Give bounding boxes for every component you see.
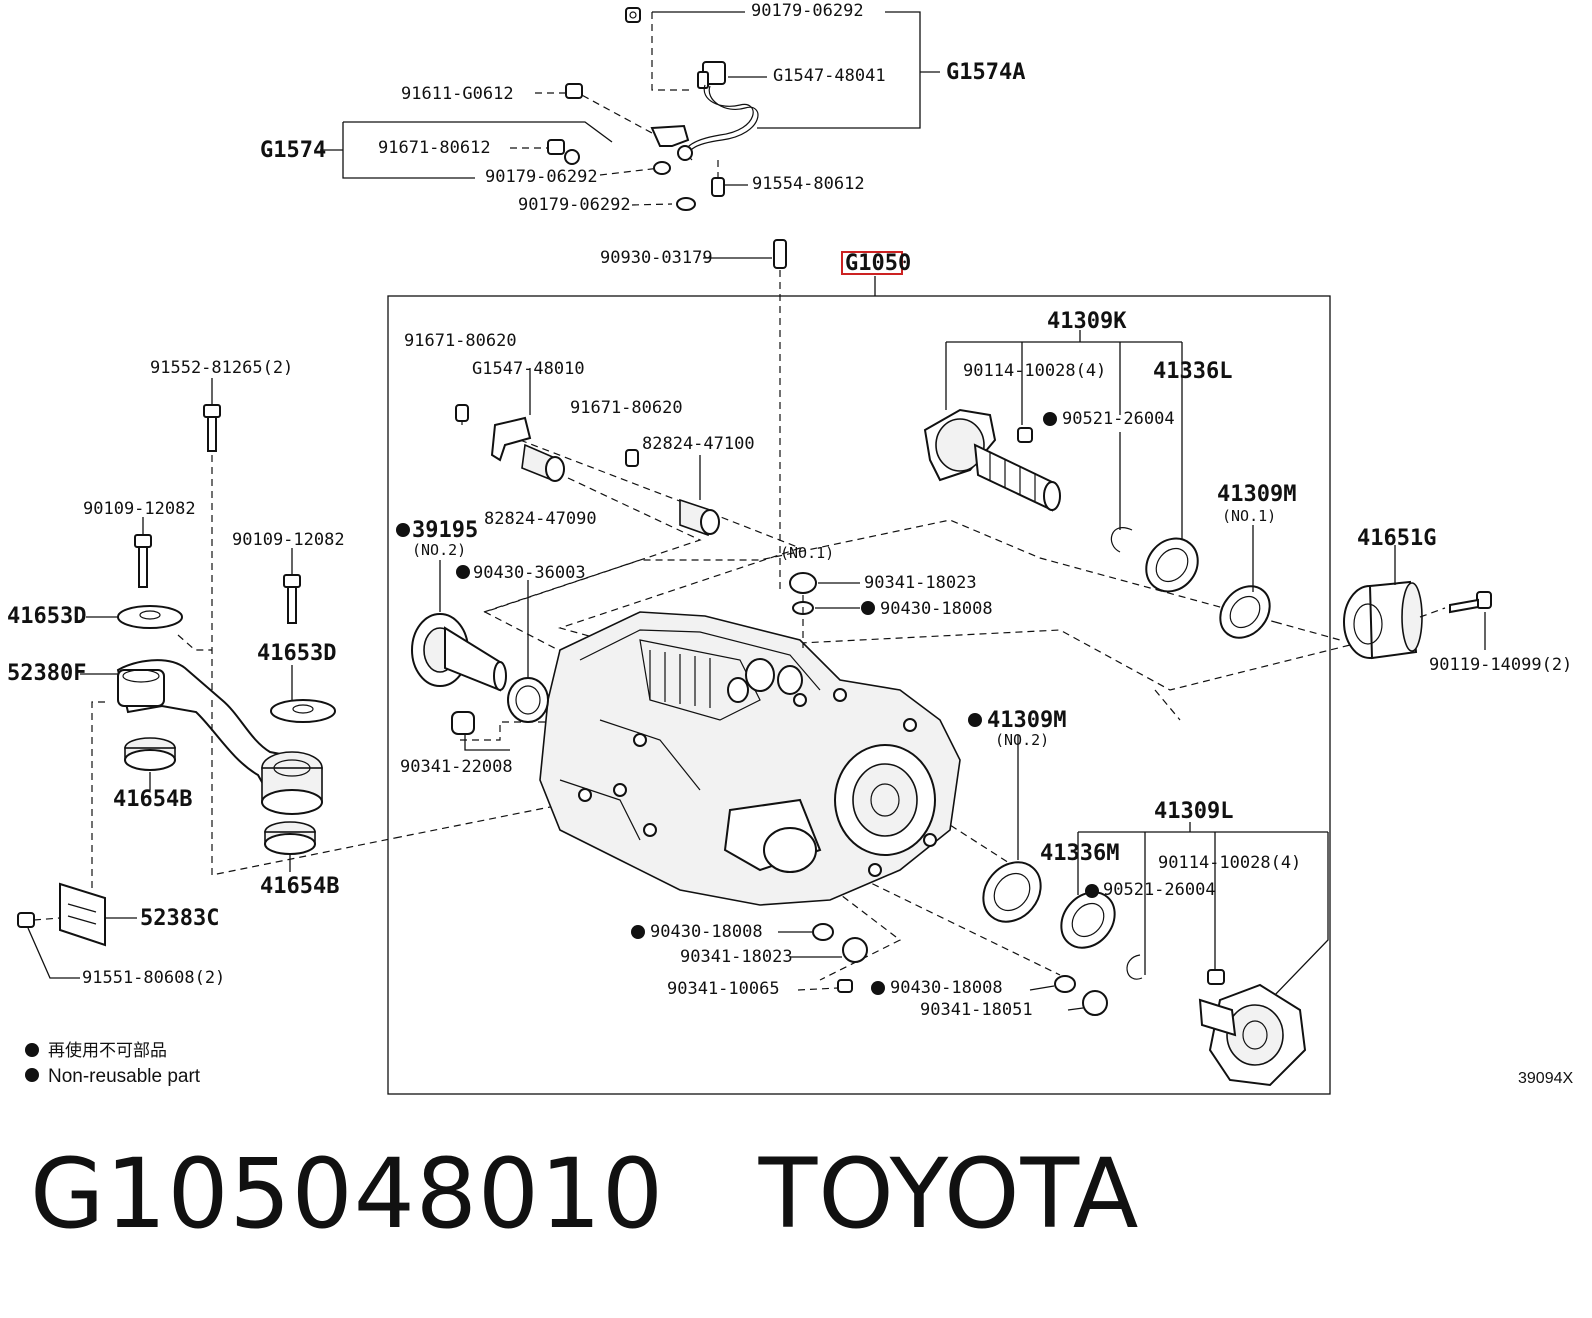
label-91611-g0612: 91611-G0612	[401, 84, 514, 104]
label-90109-12082-left: 90109-12082	[83, 499, 196, 519]
part-number-title: G105048010 TOYOTA	[30, 1138, 1140, 1250]
label-90179-06292-mid: 90179-06292	[485, 167, 598, 187]
label-90930-03179: 90930-03179	[600, 248, 713, 268]
label-90179-06292-top: 90179-06292	[751, 1, 864, 21]
label-90114-10028-top: 90114-10028(4)	[963, 361, 1106, 381]
label-91551-80608: 91551-80608(2)	[82, 968, 225, 988]
reference-code: 39094X	[1518, 1070, 1573, 1087]
label-90521-26004-top: 90521-26004	[1062, 409, 1175, 429]
label-41309k: 41309K	[1047, 309, 1127, 334]
label-41653d-right: 41653D	[257, 641, 336, 666]
sensor-harness-group: 90179-06292 G1547-48041 G1574A 91611-G06…	[260, 1, 1025, 215]
breather-plug: 90930-03179	[600, 239, 787, 590]
label-90109-12082-right: 90109-12082	[232, 530, 345, 550]
label-no1: (NO.1)	[780, 544, 834, 562]
transfer-case-group: 91671-80620 G1547-48010 91671-80620 8282…	[394, 309, 1572, 1087]
label-90430-18008-left: 90430-18008	[650, 922, 763, 942]
left-mount-group: 91552-81265(2) 90109-12082 90109-12082 4…	[7, 358, 396, 988]
label-41309m-no2-sub: (NO.2)	[995, 731, 1049, 749]
label-90341-18051: 90341-18051	[920, 1000, 1033, 1020]
label-91671-80612: 91671-80612	[378, 138, 491, 158]
label-82824-47100: 82824-47100	[642, 434, 755, 454]
label-90430-36003: 90430-36003	[473, 563, 586, 583]
label-41336l: 41336L	[1153, 359, 1232, 384]
legend-dot-jp	[25, 1043, 39, 1057]
label-90179-06292-low: 90179-06292	[518, 195, 631, 215]
label-41654b-right: 41654B	[260, 874, 339, 899]
label-41651g: 41651G	[1357, 526, 1436, 551]
label-41309m-no2: 41309M	[987, 708, 1066, 733]
label-90430-18008-top: 90430-18008	[880, 599, 993, 619]
label-91671-80620-b: 91671-80620	[570, 398, 683, 418]
label-41309m-no1: 41309M	[1217, 482, 1296, 507]
assembly-callout: G1050	[841, 251, 911, 296]
label-90341-10065: 90341-10065	[667, 979, 780, 999]
label-41309m-no1-sub: (NO.1)	[1222, 507, 1276, 525]
label-91671-80620-a: 91671-80620	[404, 331, 517, 351]
label-90341-18023-top: 90341-18023	[864, 573, 977, 593]
label-g1547-48010: G1547-48010	[472, 359, 585, 379]
label-g1574: G1574	[260, 138, 326, 163]
legend-text-jp: 再使用不可部品	[48, 1040, 167, 1061]
label-39195: 39195	[412, 518, 478, 543]
label-90341-22008: 90341-22008	[400, 757, 513, 777]
label-39195-sub: (NO.2)	[412, 541, 466, 559]
label-90521-26004-low: 90521-26004	[1103, 880, 1216, 900]
label-91554-80612: 91554-80612	[752, 174, 865, 194]
label-90114-10028-low: 90114-10028(4)	[1158, 853, 1301, 873]
label-82824-47090: 82824-47090	[484, 509, 597, 529]
label-g1050[interactable]: G1050	[845, 251, 911, 276]
label-41653d-left: 41653D	[7, 604, 86, 629]
label-90341-18023-low: 90341-18023	[680, 947, 793, 967]
legend-dot-en	[25, 1068, 39, 1082]
label-52380f: 52380F	[7, 661, 86, 686]
label-90119-14099: 90119-14099(2)	[1429, 655, 1572, 675]
label-91552-81265: 91552-81265(2)	[150, 358, 293, 378]
legend: 再使用不可部品 Non-reusable part	[25, 1040, 201, 1087]
legend-text-en: Non-reusable part	[48, 1066, 201, 1087]
label-90430-18008-right: 90430-18008	[890, 978, 1003, 998]
label-g1574a: G1574A	[946, 60, 1025, 85]
label-41336m: 41336M	[1040, 841, 1119, 866]
label-41309l: 41309L	[1154, 799, 1233, 824]
label-52383c: 52383C	[140, 906, 219, 931]
label-41654b-left: 41654B	[113, 787, 192, 812]
label-g1547-48041: G1547-48041	[773, 66, 886, 86]
assembly-frame	[387, 295, 1331, 1095]
assembly-highlight	[841, 251, 903, 275]
